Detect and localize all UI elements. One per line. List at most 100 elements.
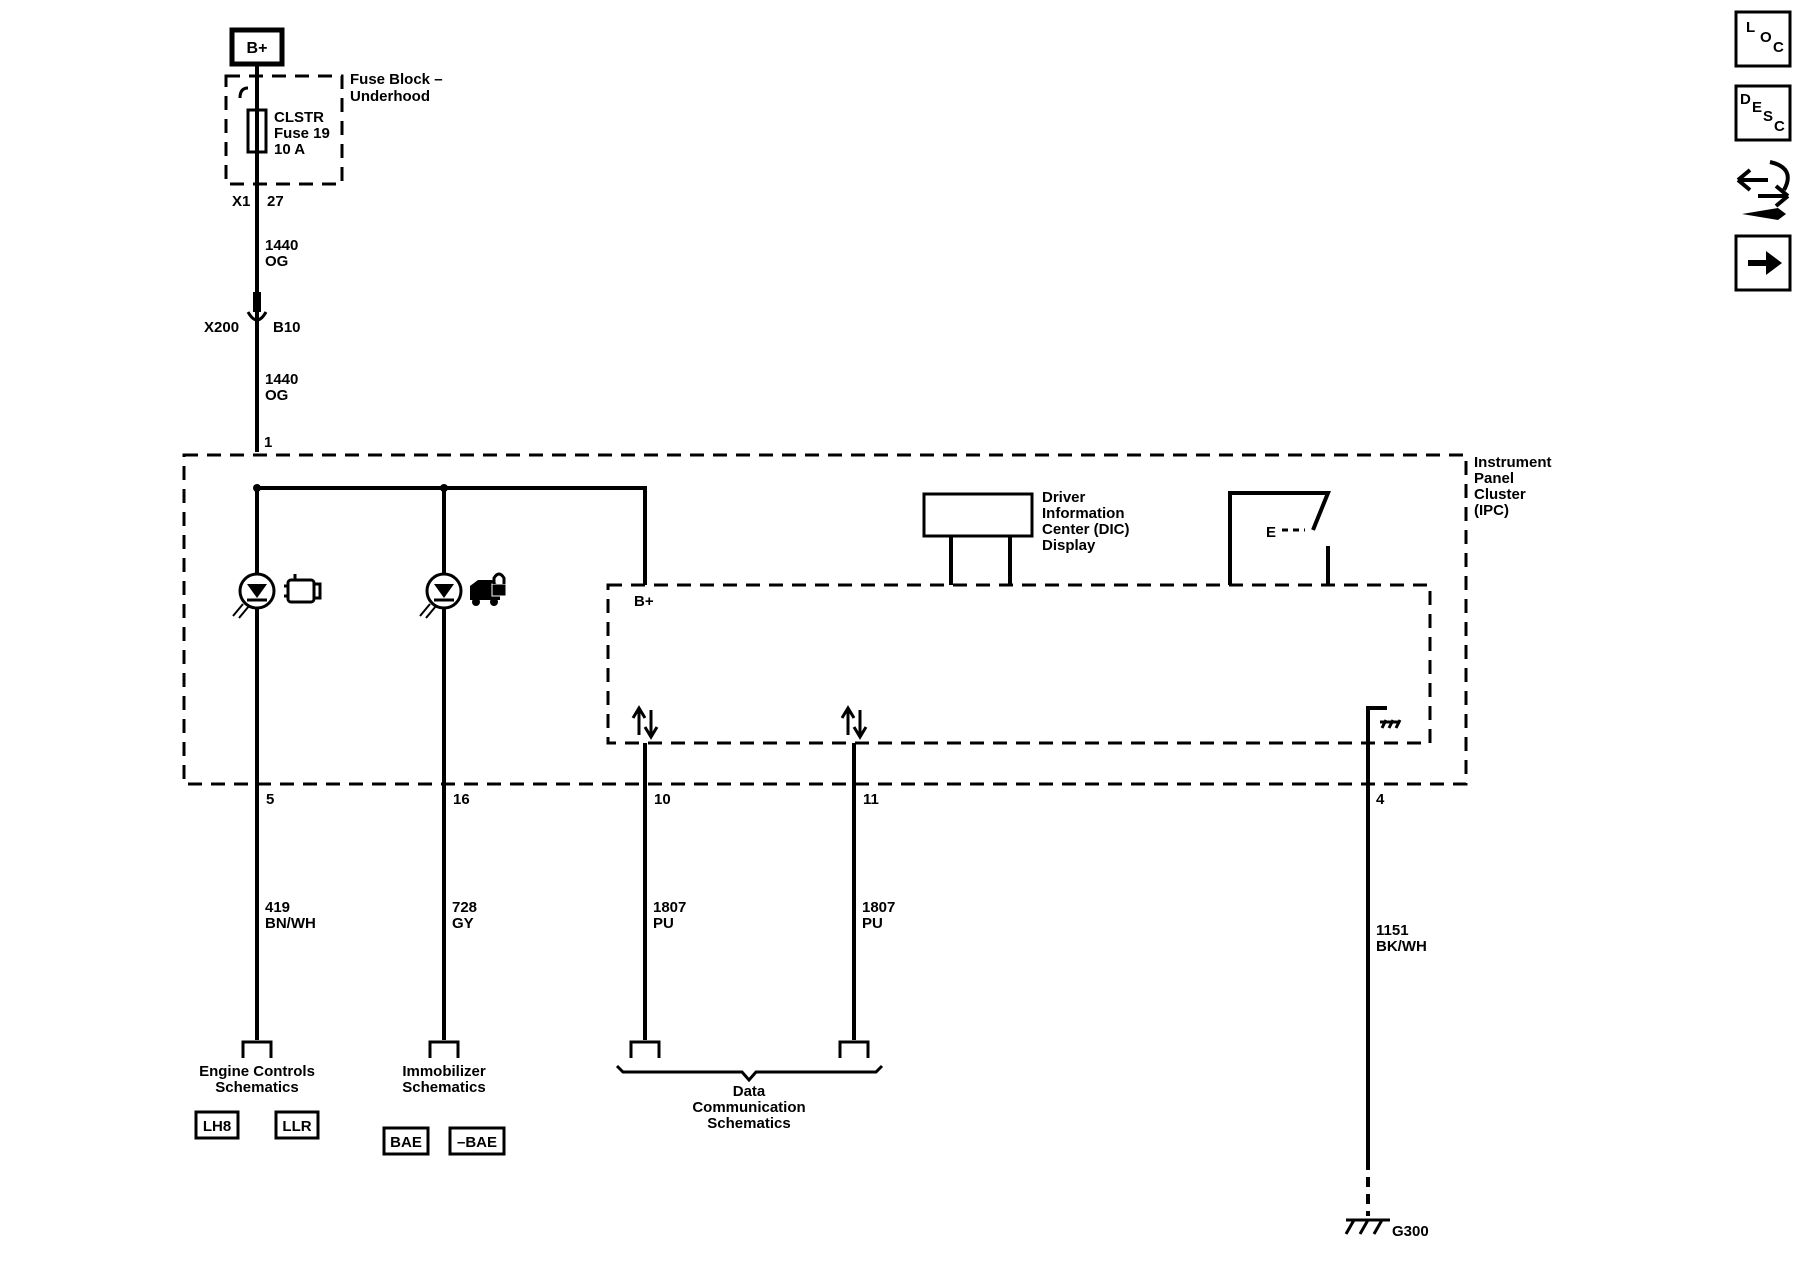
immobilizer-lamp (419, 572, 507, 619)
svg-text:10 A: 10 A (274, 141, 305, 158)
svg-text:1807: 1807 (862, 899, 895, 916)
svg-text:O: O (1760, 29, 1772, 46)
svg-text:X200: X200 (204, 319, 239, 336)
serial-data-arrows-icon (631, 705, 659, 740)
svg-text:Instrument: Instrument (1474, 454, 1552, 471)
pin-16: 16 (453, 791, 470, 808)
option-code-no-bae[interactable]: –BAE (448, 1126, 506, 1156)
ipc-internal-bplus-bus (257, 486, 647, 585)
svg-text:BK/WH: BK/WH (1376, 938, 1427, 955)
svg-text:Schematics: Schematics (707, 1115, 790, 1132)
svg-text:Center (DIC): Center (DIC) (1042, 521, 1130, 538)
ipc-switch: E (1228, 491, 1331, 585)
svg-text:LLR: LLR (282, 1118, 311, 1135)
svg-text:Display: Display (1042, 537, 1096, 554)
driver-information-center-display: Driver Information Center (DIC) Display (922, 489, 1130, 585)
svg-text:1440: 1440 (265, 371, 298, 388)
svg-text:OG: OG (265, 387, 288, 404)
svg-text:Schematics: Schematics (402, 1079, 485, 1096)
svg-text:X1: X1 (232, 193, 250, 210)
pin-4: 4 (1376, 791, 1385, 808)
internal-ground-icon (1380, 719, 1402, 729)
ipc-pin-1: 1 (264, 434, 272, 451)
svg-text:Fuse 19: Fuse 19 (274, 125, 330, 142)
wire-label-1440-upper: 1440 OG (265, 237, 298, 270)
wire-1151-bk-wh (1366, 706, 1387, 743)
svg-text:Panel: Panel (1474, 470, 1514, 487)
svg-text:1440: 1440 (265, 237, 298, 254)
loc-icon: L O C (1746, 19, 1784, 56)
svg-text:Underhood: Underhood (350, 88, 430, 105)
svg-text:1807: 1807 (653, 899, 686, 916)
desc-button[interactable]: D E S C (1734, 84, 1792, 142)
svg-text:(IPC): (IPC) (1474, 502, 1509, 519)
wire-label-419: 419 BN/WH (265, 899, 316, 932)
svg-text:Data: Data (733, 1083, 766, 1100)
wire-label-728: 728 GY (452, 899, 477, 932)
svg-text:–BAE: –BAE (457, 1134, 497, 1151)
svg-text:Immobilizer: Immobilizer (402, 1063, 486, 1080)
option-code-bae[interactable]: BAE (382, 1126, 430, 1156)
engine-warning-lamp (232, 572, 322, 619)
connector-x1: X1 27 (232, 193, 284, 210)
svg-text:Information: Information (1042, 505, 1125, 522)
svg-text:E: E (1752, 99, 1762, 116)
serial-data-arrows-icon (840, 705, 868, 740)
svg-text:C: C (1774, 118, 1785, 135)
svg-text:Communication: Communication (692, 1099, 805, 1116)
option-code-lh8[interactable]: LH8 (194, 1110, 240, 1140)
arrow-right-icon (1748, 251, 1782, 275)
svg-text:E: E (1266, 524, 1276, 541)
desc-icon: D E S C (1740, 91, 1785, 135)
connector-wrench-button[interactable] (1736, 160, 1790, 220)
svg-text:BN/WH: BN/WH (265, 915, 316, 932)
connector-x200: X200 B10 (204, 292, 301, 336)
svg-text:Engine Controls: Engine Controls (199, 1063, 315, 1080)
immobilizer-reference[interactable]: Immobilizer Schematics (402, 1040, 486, 1096)
option-code-llr[interactable]: LLR (274, 1110, 320, 1140)
engine-controls-reference[interactable]: Engine Controls Schematics (199, 1040, 315, 1096)
pin-10: 10 (654, 791, 671, 808)
svg-text:D: D (1740, 91, 1751, 108)
svg-text:B+: B+ (634, 593, 654, 610)
svg-text:PU: PU (653, 915, 674, 932)
svg-text:419: 419 (265, 899, 290, 916)
svg-text:B+: B+ (247, 40, 268, 57)
svg-text:CLSTR: CLSTR (274, 109, 324, 126)
svg-text:S: S (1763, 108, 1773, 125)
fuse-block-underhood: Fuse Block – Underhood (224, 71, 443, 186)
ground-g300: G300 (1344, 1218, 1429, 1240)
engine-check-icon (284, 574, 322, 604)
next-button[interactable] (1734, 234, 1792, 292)
data-communication-reference[interactable]: Data Communication Schematics (615, 1040, 884, 1132)
ipc-control-module: B+ (606, 583, 1432, 745)
wire-label-1807-a: 1807 PU (653, 899, 686, 932)
svg-text:G300: G300 (1392, 1223, 1429, 1240)
svg-text:PU: PU (862, 915, 883, 932)
svg-text:728: 728 (452, 899, 477, 916)
loc-button[interactable]: L O C (1734, 10, 1792, 68)
svg-text:GY: GY (452, 915, 474, 932)
svg-text:Cluster: Cluster (1474, 486, 1526, 503)
svg-text:Driver: Driver (1042, 489, 1086, 506)
svg-text:1151: 1151 (1376, 922, 1409, 939)
wire-label-1440-lower: 1440 OG (265, 371, 298, 404)
fuse-clstr: CLSTR Fuse 19 10 A (238, 86, 330, 158)
svg-text:OG: OG (265, 253, 288, 270)
wire-label-1807-b: 1807 PU (862, 899, 895, 932)
svg-text:B10: B10 (273, 319, 301, 336)
svg-text:L: L (1746, 19, 1755, 36)
svg-text:LH8: LH8 (203, 1118, 231, 1135)
immobilizer-lock-icon (470, 572, 507, 606)
svg-text:C: C (1773, 39, 1784, 56)
connector-wrench-icon (1736, 160, 1790, 220)
pin-11: 11 (863, 791, 879, 808)
pin-5: 5 (266, 791, 274, 808)
power-source: B+ (229, 27, 285, 67)
svg-text:Fuse Block –: Fuse Block – (350, 71, 443, 88)
svg-text:Schematics: Schematics (215, 1079, 298, 1096)
wire-label-1151: 1151 BK/WH (1376, 922, 1427, 955)
svg-text:27: 27 (267, 193, 284, 210)
instrument-panel-cluster: Instrument Panel Cluster (IPC) (182, 453, 1552, 786)
